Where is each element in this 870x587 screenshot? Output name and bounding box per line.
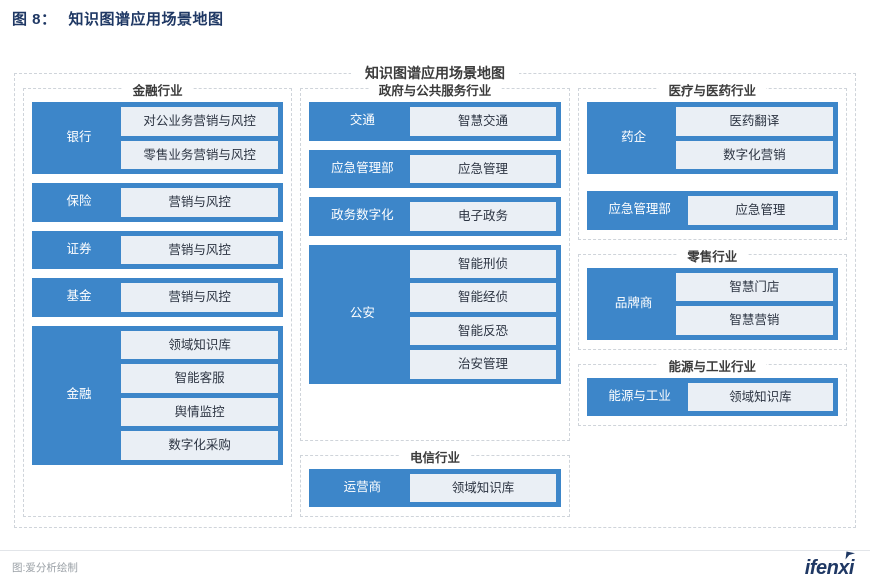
group-transportation[interactable]: 交通 智慧交通 <box>309 102 561 141</box>
group-fund[interactable]: 基金 营销与风控 <box>32 278 284 317</box>
item-scenario[interactable]: 智能刑侦 <box>410 249 556 278</box>
group-label-insurance: 保险 <box>66 194 92 209</box>
panel-title-medical: 医疗与医药行业 <box>658 80 767 99</box>
group-label-emergency-ministry-medical: 应急管理部 <box>608 202 671 217</box>
group-label-brand-owner: 品牌商 <box>614 295 653 310</box>
item-scenario[interactable]: 应急管理 <box>410 154 556 183</box>
group-items-energy-industry: 领域知识库 <box>687 382 833 411</box>
item-scenario[interactable]: 营销与风控 <box>121 235 279 264</box>
group-label-fund: 基金 <box>66 289 92 304</box>
group-label-emergency-ministry: 应急管理部 <box>331 160 394 175</box>
item-scenario[interactable]: 医药翻译 <box>675 107 833 136</box>
figure-title: 知识图谱应用场景地图 <box>68 11 224 28</box>
panel-telecom: 电信行业 运营商 领域知识库 <box>300 446 570 517</box>
group-insurance[interactable]: 保险 营销与风控 <box>32 183 284 222</box>
group-gov-digitalization[interactable]: 政务数字化 电子政务 <box>309 197 561 236</box>
group-label-transportation: 交通 <box>349 113 375 128</box>
item-scenario[interactable]: 营销与风控 <box>121 283 279 312</box>
panel-government: 政府与公共服务行业 交通 智慧交通 应急管理部 应急管理 政务数字化 <box>300 80 570 441</box>
group-label-finance-general: 金融 <box>66 387 92 402</box>
ifenxi-wordmark: ifenxi <box>804 557 855 579</box>
group-securities[interactable]: 证券 营销与风控 <box>32 230 284 269</box>
group-items-emergency-ministry: 应急管理 <box>410 154 556 183</box>
group-label-energy-industry: 能源与工业 <box>608 388 671 403</box>
panel-title-government: 政府与公共服务行业 <box>368 80 502 99</box>
item-scenario[interactable]: 智慧营销 <box>675 306 833 335</box>
item-scenario[interactable]: 数字化营销 <box>675 140 833 169</box>
panel-retail: 零售行业 品牌商 智慧门店 智慧营销 <box>577 245 847 350</box>
group-finance-general[interactable]: 金融 领域知识库 智能客服 舆情监控 数字化采购 <box>32 325 284 465</box>
footer-source-note: 图:爱分析绘制 <box>12 562 78 574</box>
item-scenario[interactable]: 营销与风控 <box>121 188 279 217</box>
group-pharma[interactable]: 药企 医药翻译 数字化营销 <box>586 102 838 174</box>
group-label-pharma: 药企 <box>621 130 647 145</box>
item-scenario[interactable]: 数字化采购 <box>121 431 279 460</box>
item-scenario[interactable]: 对公业务营销与风控 <box>121 107 279 136</box>
group-emergency-ministry[interactable]: 应急管理部 应急管理 <box>309 149 561 188</box>
scenario-map-container: 知识图谱应用场景地图 金融行业 银行 对公业务营销与风控 零售业务营销与风控 保… <box>14 63 856 528</box>
group-items-emergency-ministry-medical: 应急管理 <box>687 196 833 225</box>
item-scenario[interactable]: 智慧门店 <box>675 272 833 301</box>
panel-energy-industry: 能源与工业行业 能源与工业 领域知识库 <box>577 355 847 426</box>
group-items-public-security: 智能刑侦 智能经侦 智能反恐 治安管理 <box>410 249 556 379</box>
map-columns: 金融行业 银行 对公业务营销与风控 零售业务营销与风控 保险 营销与风控 证券 <box>15 74 855 527</box>
flag-icon <box>845 551 855 560</box>
item-scenario[interactable]: 舆情监控 <box>121 397 279 426</box>
panel-medical: 医疗与医药行业 药企 医药翻译 数字化营销 应急管理部 应急管理 <box>577 80 847 240</box>
item-scenario[interactable]: 领域知识库 <box>410 473 556 502</box>
group-label-public-security: 公安 <box>349 306 375 321</box>
group-items-transportation: 智慧交通 <box>410 107 556 136</box>
item-scenario[interactable]: 智能客服 <box>121 364 279 393</box>
footer-divider <box>0 550 870 551</box>
group-items-brand-owner: 智慧门店 智慧营销 <box>675 272 833 335</box>
group-energy-industry[interactable]: 能源与工业 领域知识库 <box>586 377 838 416</box>
ifenxi-logo: ifenxi <box>804 551 855 579</box>
panel-finance: 金融行业 银行 对公业务营销与风控 零售业务营销与风控 保险 营销与风控 证券 <box>23 80 293 517</box>
panel-title-telecom: 电信行业 <box>399 446 470 466</box>
group-items-gov-digitalization: 电子政务 <box>410 202 556 231</box>
figure-heading: 图 8： 知识图谱应用场景地图 <box>12 8 224 29</box>
column-government-telecom: 政府与公共服务行业 交通 智慧交通 应急管理部 应急管理 政务数字化 <box>300 80 570 517</box>
item-scenario[interactable]: 智能反恐 <box>410 316 556 345</box>
group-items-insurance: 营销与风控 <box>121 188 279 217</box>
item-scenario[interactable]: 治安管理 <box>410 350 556 379</box>
group-items-securities: 营销与风控 <box>121 235 279 264</box>
group-items-pharma: 医药翻译 数字化营销 <box>675 107 833 169</box>
group-public-security[interactable]: 公安 智能刑侦 智能经侦 智能反恐 治安管理 <box>309 244 561 384</box>
panel-title-finance: 金融行业 <box>122 80 193 99</box>
group-brand-owner[interactable]: 品牌商 智慧门店 智慧营销 <box>586 267 838 340</box>
group-telecom-operator[interactable]: 运营商 领域知识库 <box>309 468 561 507</box>
group-items-fund: 营销与风控 <box>121 283 279 312</box>
item-scenario[interactable]: 智慧交通 <box>410 107 556 136</box>
group-label-securities: 证券 <box>66 241 92 256</box>
figure-number: 图 8： <box>12 11 57 28</box>
group-items-bank: 对公业务营销与风控 零售业务营销与风控 <box>121 107 279 169</box>
item-scenario[interactable]: 应急管理 <box>687 196 833 225</box>
group-emergency-ministry-medical[interactable]: 应急管理部 应急管理 <box>586 191 838 230</box>
group-items-telecom-operator: 领域知识库 <box>410 473 556 502</box>
group-label-bank: 银行 <box>66 130 92 145</box>
item-scenario[interactable]: 零售业务营销与风控 <box>121 140 279 169</box>
column-finance: 金融行业 银行 对公业务营销与风控 零售业务营销与风控 保险 营销与风控 证券 <box>23 80 293 517</box>
column-medical-retail-energy: 医疗与医药行业 药企 医药翻译 数字化营销 应急管理部 应急管理 零售行业 <box>577 80 847 517</box>
panel-title-retail: 零售行业 <box>677 245 748 265</box>
group-bank[interactable]: 银行 对公业务营销与风控 零售业务营销与风控 <box>32 102 284 174</box>
map-title: 知识图谱应用场景地图 <box>351 63 519 83</box>
group-items-finance-general: 领域知识库 智能客服 舆情监控 数字化采购 <box>121 330 279 460</box>
group-label-telecom-operator: 运营商 <box>343 479 382 494</box>
item-scenario[interactable]: 领域知识库 <box>687 382 833 411</box>
item-scenario[interactable]: 领域知识库 <box>121 330 279 359</box>
panel-title-energy-industry: 能源与工业行业 <box>658 355 767 375</box>
item-scenario[interactable]: 智能经侦 <box>410 283 556 312</box>
item-scenario[interactable]: 电子政务 <box>410 202 556 231</box>
group-label-gov-digitalization: 政务数字化 <box>331 208 394 223</box>
